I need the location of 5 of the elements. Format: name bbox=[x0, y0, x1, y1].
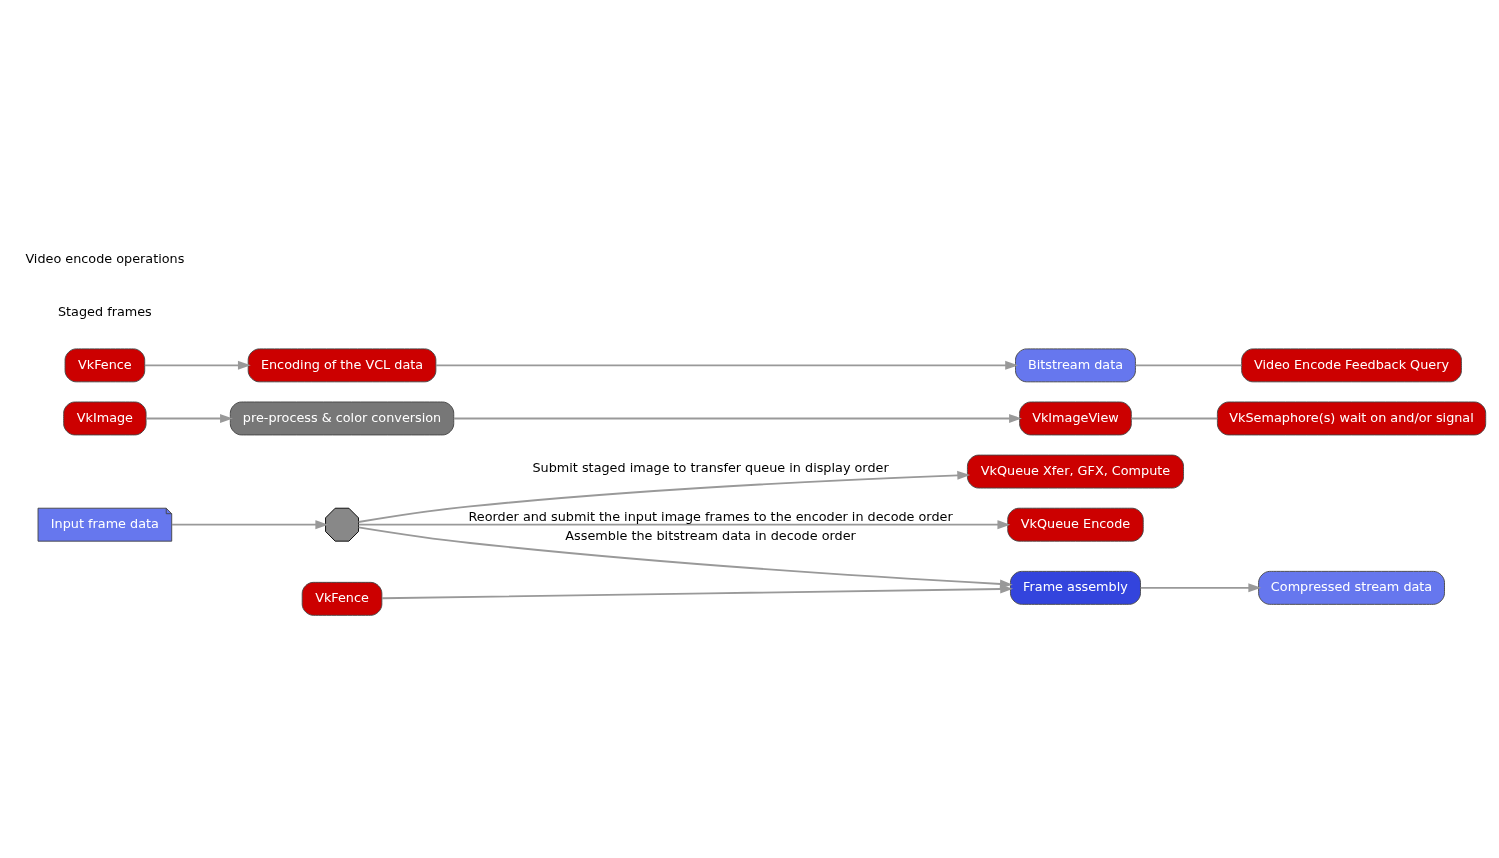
edge-label: Assemble the bitstream data in decode order bbox=[565, 527, 856, 543]
edge-label: Reorder and submit the input image frames to the encoder in decode order bbox=[468, 509, 953, 525]
edge-label: Submit staged image to transfer queue in display order bbox=[532, 459, 889, 475]
label: Staged frames bbox=[57, 303, 152, 319]
label: Video encode operations bbox=[25, 250, 185, 266]
